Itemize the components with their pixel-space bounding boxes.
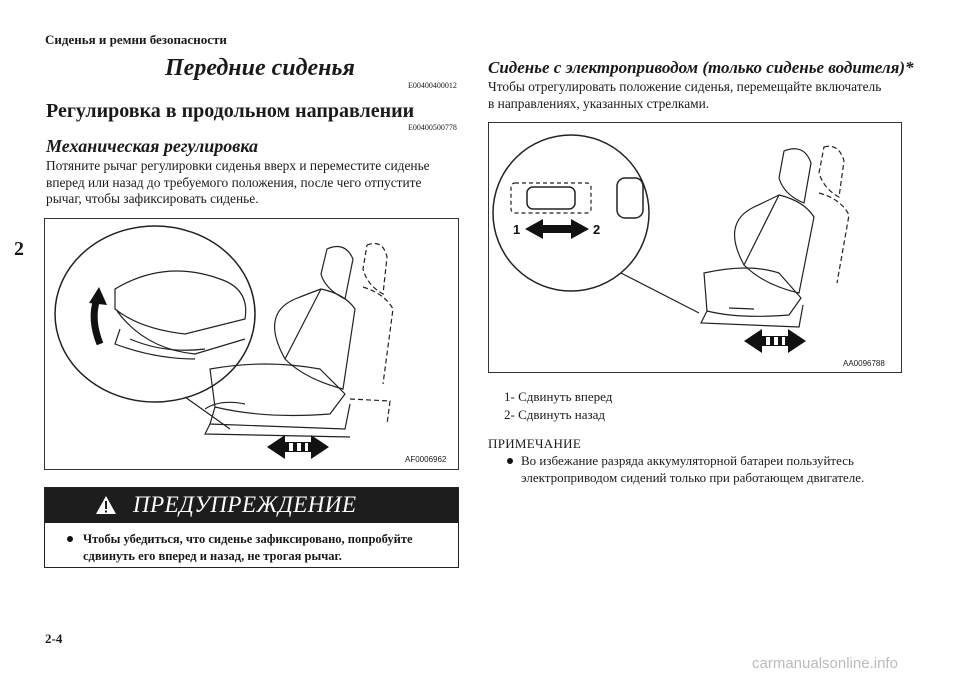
note-heading: ПРИМЕЧАНИЕ bbox=[488, 436, 582, 451]
page-number: 2-4 bbox=[45, 631, 63, 646]
running-header: Сиденья и ремни безопасности bbox=[45, 32, 227, 47]
warning-text: Чтобы убедиться, что сиденье зафиксирова… bbox=[83, 531, 443, 565]
warning-box: ПРЕДУПРЕЖДЕНИЕ Чтобы убедиться, что сиде… bbox=[44, 487, 459, 568]
figure-code: AF0006962 bbox=[405, 455, 447, 464]
chapter-marker: 2 bbox=[14, 238, 24, 260]
power-line: в направлениях, указанных стрелками. bbox=[488, 95, 710, 111]
legend-item: 1- Сдвинуть вперед bbox=[504, 389, 613, 404]
warning-title: ПРЕДУПРЕЖДЕНИЕ bbox=[133, 492, 357, 517]
warning-line: Чтобы убедиться, что сиденье зафиксирова… bbox=[83, 532, 413, 546]
section-code: E00400500778 bbox=[408, 123, 457, 132]
power-line: Чтобы отрегулировать положение сиденья, … bbox=[488, 79, 882, 94]
warning-line: сдвинуть его вперед и назад, не трогая р… bbox=[83, 549, 342, 563]
note-text: Во избежание разряда аккумуляторной бата… bbox=[521, 453, 911, 486]
switch-arrow-icon bbox=[525, 219, 589, 239]
manual-line: рычаг, чтобы зафиксировать сиденье. bbox=[46, 191, 259, 206]
page-title: Передние сиденья bbox=[165, 55, 355, 81]
figure-legend: 1- Сдвинуть вперед 2- Сдвинуть назад bbox=[504, 388, 612, 423]
arrow-label-1: 1 bbox=[513, 222, 520, 237]
arrow-label-2: 2 bbox=[593, 222, 600, 237]
power-seat-instructions: Чтобы отрегулировать положение сиденья, … bbox=[488, 79, 908, 112]
figure-manual-seat: AF0006962 bbox=[44, 218, 459, 470]
warning-header: ПРЕДУПРЕЖДЕНИЕ bbox=[45, 488, 458, 523]
bullet-icon bbox=[507, 458, 513, 464]
subheading-power-seat: Сиденье с электроприводом (только сидень… bbox=[488, 58, 914, 77]
section-heading-fore-aft: Регулировка в продольном направлении bbox=[46, 100, 415, 122]
warning-triangle-icon bbox=[96, 496, 116, 514]
manual-instructions: Потяните рычаг регулировки сиденья вверх… bbox=[46, 158, 458, 208]
fore-aft-arrow-icon bbox=[267, 435, 329, 459]
note-line: Во избежание разряда аккумуляторной бата… bbox=[521, 453, 854, 468]
subheading-manual: Механическая регулировка bbox=[46, 136, 259, 156]
legend-item: 2- Сдвинуть назад bbox=[504, 406, 606, 422]
watermark: carmanualsonline.info bbox=[752, 655, 898, 672]
title-code: E00400400012 bbox=[408, 81, 457, 90]
seat-lever-illustration bbox=[54, 225, 394, 459]
note-line: электроприводом сидений только при работ… bbox=[521, 469, 865, 485]
figure-power-seat: 1 2 AA0096788 bbox=[488, 122, 902, 373]
power-seat-illustration: 1 2 bbox=[492, 134, 850, 353]
figure-code: AA0096788 bbox=[843, 359, 885, 368]
bullet-icon bbox=[67, 536, 73, 542]
manual-line: Потяните рычаг регулировки сиденья вверх… bbox=[46, 158, 430, 173]
fore-aft-arrow-icon bbox=[744, 329, 806, 353]
manual-line: вперед или назад до требуемого положения… bbox=[46, 174, 422, 190]
